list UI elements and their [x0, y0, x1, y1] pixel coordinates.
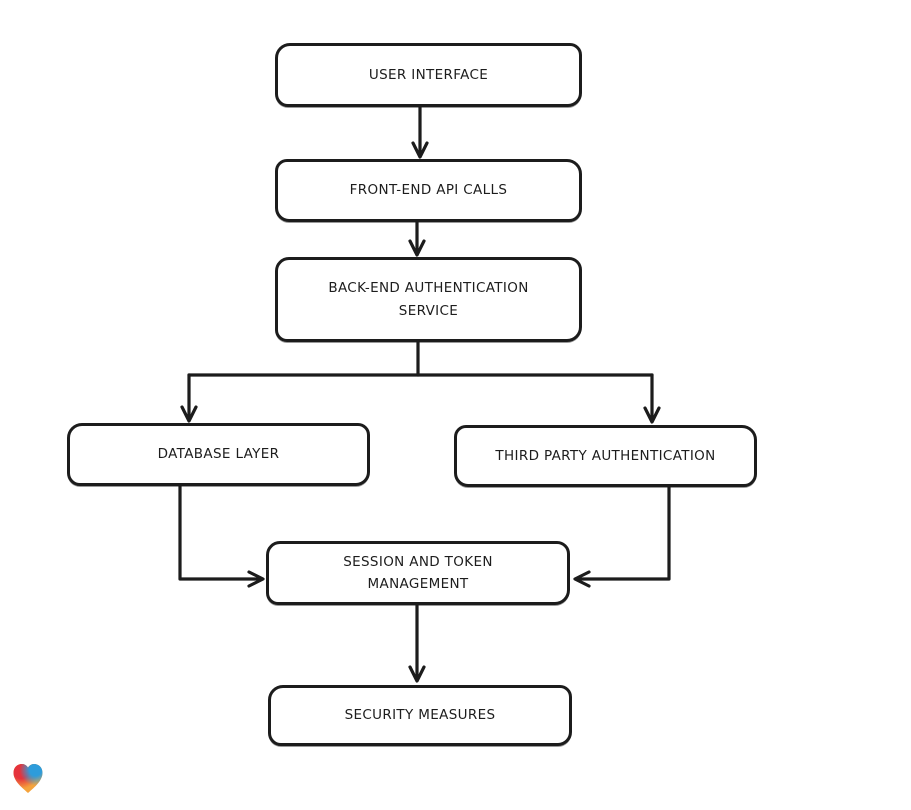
heart-icon [13, 764, 43, 793]
arrowhead-down-icon [180, 405, 198, 423]
arrowhead-down-icon [643, 406, 661, 424]
arrowhead-left-icon [573, 570, 591, 588]
edge-front-end-to-back-end [408, 220, 426, 257]
edge-back-end-branch [180, 340, 661, 424]
node-third-party-authentication[interactable]: THIRD PARTY AUTHENTICATION [454, 425, 757, 487]
node-database-layer[interactable]: DATABASE LAYER [67, 423, 370, 486]
gradient-heart-logo [10, 761, 46, 797]
edge-database-to-session [178, 484, 265, 588]
arrowhead-right-icon [247, 570, 265, 588]
edge-user-interface-to-front-end [411, 105, 429, 159]
edge-session-to-security [408, 603, 426, 683]
edge-third-party-to-session [573, 485, 671, 588]
node-back-end-authentication-service[interactable]: BACK-END AUTHENTICATION SERVICE [275, 257, 582, 342]
arrowhead-down-icon [408, 239, 426, 257]
arrowhead-down-icon [408, 665, 426, 683]
node-front-end-api-calls[interactable]: FRONT-END API CALLS [275, 159, 582, 222]
node-security-measures[interactable]: SECURITY MEASURES [268, 685, 572, 746]
arrowhead-down-icon [411, 141, 429, 159]
node-user-interface[interactable]: USER INTERFACE [275, 43, 582, 107]
node-session-and-token-management[interactable]: SESSION AND TOKEN MANAGEMENT [266, 541, 570, 605]
